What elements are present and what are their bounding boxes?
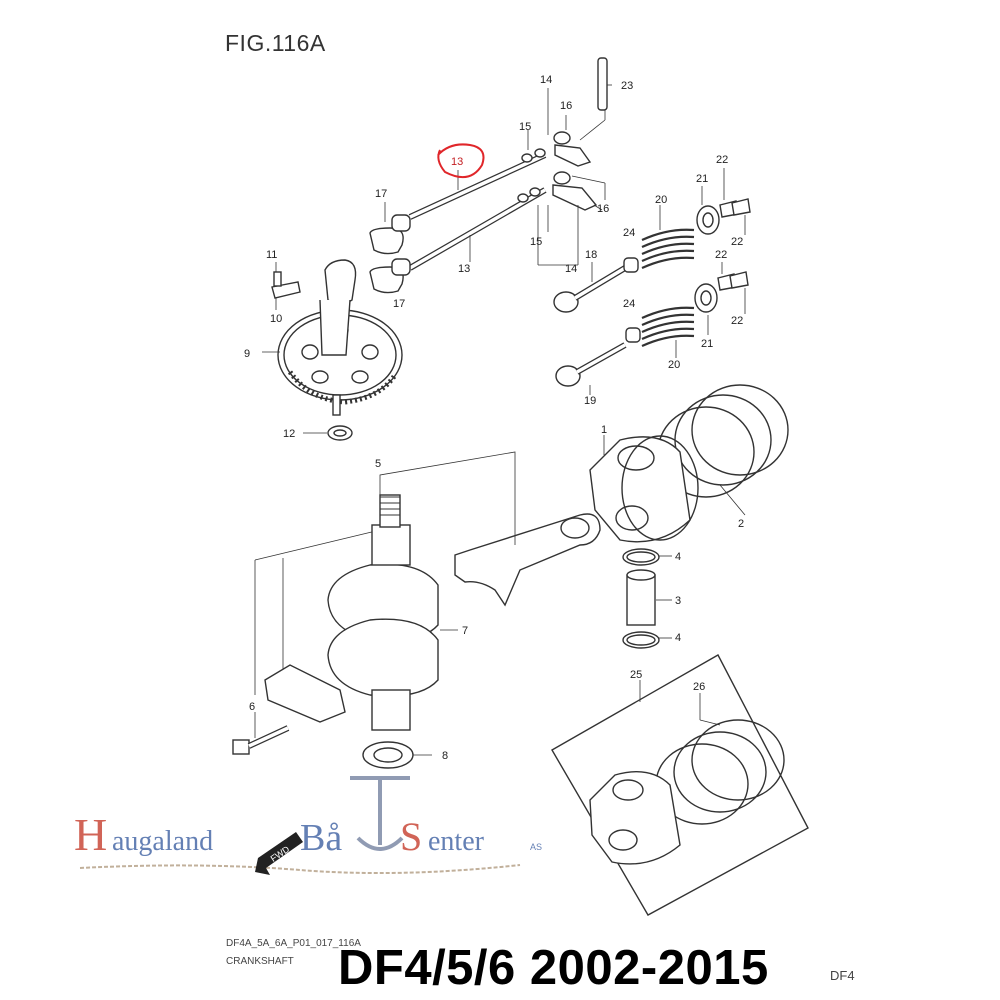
valve-19 (555, 342, 627, 395)
svg-text:12: 12 (283, 428, 295, 440)
camshaft-gear (262, 259, 403, 416)
figure-cut-text: DF4 (830, 968, 855, 983)
svg-text:14: 14 (565, 263, 577, 275)
svg-text:13: 13 (451, 156, 463, 168)
valve-spring-lower (641, 306, 695, 358)
valve-18 (553, 262, 627, 313)
crankshaft (327, 494, 458, 731)
connecting-rod (282, 513, 601, 685)
svg-text:4: 4 (675, 632, 681, 644)
piston-assembly (589, 384, 789, 543)
svg-text:22: 22 (715, 249, 727, 261)
svg-text:AS: AS (530, 842, 542, 852)
figure-code: DF4A_5A_6A_P01_017_116A (226, 938, 361, 949)
rod-cap (232, 664, 346, 755)
svg-text:11: 11 (266, 249, 277, 261)
svg-text:16: 16 (597, 203, 609, 215)
svg-text:5: 5 (375, 458, 381, 470)
svg-text:22: 22 (731, 315, 743, 327)
svg-text:13: 13 (458, 263, 470, 275)
svg-text:15: 15 (530, 236, 542, 248)
highlight-circle (437, 143, 485, 179)
svg-text:21: 21 (696, 173, 708, 185)
svg-text:22: 22 (716, 154, 728, 166)
svg-text:25: 25 (630, 669, 642, 681)
svg-text:1: 1 (601, 424, 607, 436)
svg-text:14: 14 (540, 74, 552, 86)
svg-text:4: 4 (675, 551, 681, 563)
svg-text:augaland: augaland (112, 826, 213, 857)
svg-text:20: 20 (655, 194, 667, 206)
svg-text:20: 20 (668, 359, 680, 371)
valve-lifter-upper (369, 214, 411, 255)
svg-text:16: 16 (560, 100, 572, 112)
svg-text:S: S (400, 814, 422, 859)
svg-text:Bå: Bå (300, 817, 342, 859)
svg-text:24: 24 (623, 227, 635, 239)
pushrod-13-lower (408, 187, 547, 271)
svg-text:6: 6 (249, 701, 255, 713)
svg-text:8: 8 (442, 750, 448, 762)
svg-text:2: 2 (738, 518, 744, 530)
svg-text:10: 10 (270, 313, 282, 325)
valve-spring-upper (641, 205, 695, 269)
svg-text:17: 17 (375, 188, 387, 200)
svg-text:7: 7 (462, 625, 468, 637)
svg-text:9: 9 (244, 348, 250, 360)
rocker-arm-upper (553, 110, 606, 167)
logo-watermark: H augaland Bå S enter AS (74, 776, 542, 875)
pushrod-23 (597, 57, 612, 111)
svg-text:26: 26 (693, 681, 705, 693)
svg-text:23: 23 (621, 80, 633, 92)
figure-name: CRANKSHAFT (226, 956, 294, 967)
rocker-arm-lower (552, 171, 606, 211)
washer-12 (303, 425, 353, 441)
model-caption: DF4/5/6 2002-2015 (338, 941, 769, 995)
svg-text:22: 22 (731, 236, 743, 248)
svg-text:17: 17 (393, 298, 405, 310)
svg-text:18: 18 (585, 249, 597, 261)
svg-text:enter: enter (428, 826, 485, 857)
oversize-piston-set (551, 654, 809, 916)
valve-lifter-lower (369, 258, 411, 294)
retainer-21-lower (694, 283, 718, 313)
svg-text:21: 21 (701, 338, 713, 350)
svg-text:15: 15 (519, 121, 531, 133)
svg-text:3: 3 (675, 595, 681, 607)
svg-text:19: 19 (584, 395, 596, 407)
bolt-plate-10-11 (271, 262, 301, 310)
pushrod-13-upper (408, 152, 547, 220)
retainer-21-upper (696, 205, 720, 235)
figure-title: FIG.116A (225, 30, 326, 56)
svg-text:24: 24 (623, 298, 635, 310)
svg-text:H: H (74, 809, 107, 860)
thrust-washer-8 (362, 741, 432, 769)
